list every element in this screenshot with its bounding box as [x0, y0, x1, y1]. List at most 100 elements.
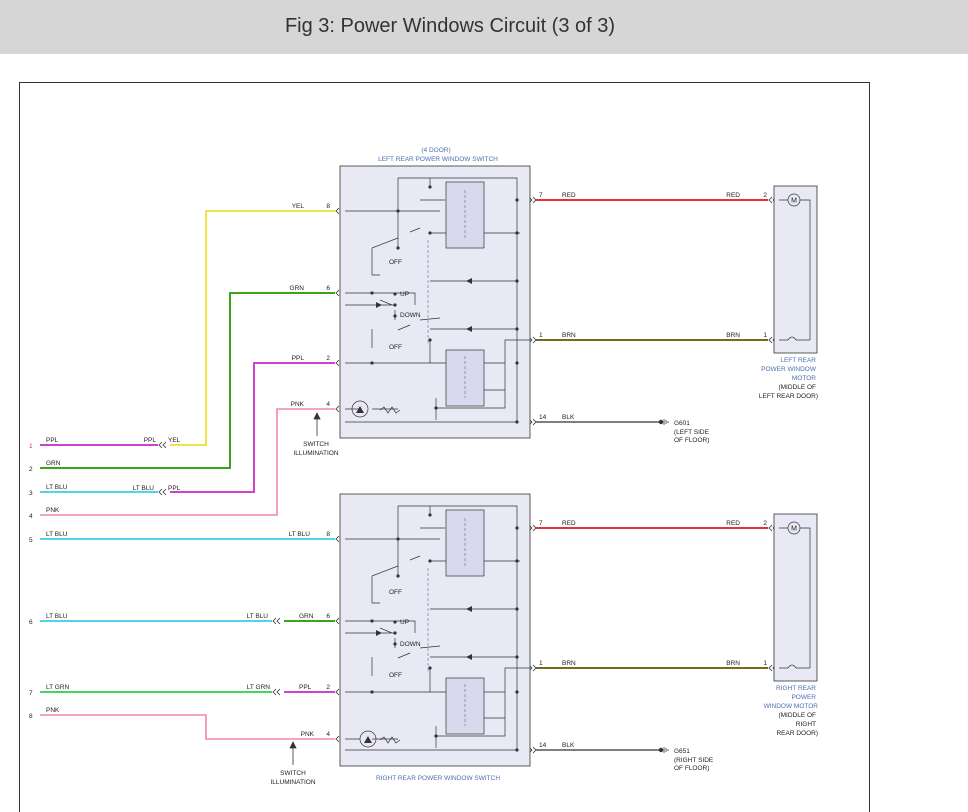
rs-out-pin-7: 7: [539, 520, 543, 527]
rs-out-wire-blk: BLK: [562, 742, 575, 749]
pin-4: 4: [29, 513, 33, 520]
page-title: Fig 3: Power Windows Circuit (3 of 3): [284, 15, 616, 37]
rm-wire-red: RED: [726, 520, 740, 527]
ls-in-pin-2: 2: [326, 355, 330, 362]
left-switch-off-1: OFF: [389, 259, 402, 266]
left-switch-off-2: OFF: [389, 344, 402, 351]
wire-label-8: PNK: [46, 707, 60, 714]
splice-yel-right: YEL: [168, 437, 181, 444]
wire-label-7: LT GRN: [46, 684, 70, 691]
rs-out-pin-14: 14: [539, 742, 547, 749]
ls-out-pin-14: 14: [539, 414, 547, 421]
left-rear-window-motor: [773, 185, 818, 354]
wire-pnk-8: [40, 714, 335, 740]
header-bar: Fig 3: Power Windows Circuit (3 of 3): [0, 0, 968, 54]
ground-g651-line1: (RIGHT SIDE: [674, 757, 714, 764]
splice-ltblu6-left: LT BLU: [247, 613, 269, 620]
wire-ppl-3: [170, 362, 335, 493]
pin-1: 1: [29, 443, 33, 450]
ls-out-pin-1: 1: [539, 332, 543, 339]
right-rear-window-motor: [773, 513, 818, 682]
right-illumination-1: SWITCH: [280, 770, 306, 777]
rs-out-wire-brn: BRN: [562, 660, 576, 667]
wire-label-2: GRN: [46, 460, 61, 467]
ls-in-wire-2: PPL: [292, 355, 305, 362]
ls-in-pin-4: 4: [326, 401, 330, 408]
left-illumination-2: ILLUMINATION: [293, 450, 338, 457]
lm-pin-1: 1: [763, 332, 767, 339]
splice-ppl7-right: PPL: [299, 684, 312, 691]
ls-out-wire-blk: BLK: [562, 414, 575, 421]
splice-ltblu-left: LT BLU: [133, 485, 155, 492]
ls-in-pin-6: 6: [326, 285, 330, 292]
illumination-arrows: [289, 412, 321, 765]
pin-2: 2: [29, 466, 33, 473]
pin-8: 8: [29, 713, 33, 720]
splice-ppl-right: PPL: [168, 485, 181, 492]
ground-g651-line2: OF FLOOR): [674, 765, 709, 772]
wire-pnk-4: [40, 408, 335, 516]
lm-label-3: MOTOR: [792, 375, 816, 382]
left-illumination-1: SWITCH: [303, 441, 329, 448]
pin-6: 6: [29, 619, 33, 626]
right-rear-window-switch: OFF UP DOWN OFF RIGHT REAR POWER WINDOW …: [339, 493, 531, 782]
rm-wire-brn: BRN: [726, 660, 740, 667]
wire-label-1: PPL: [46, 437, 59, 444]
rs-in-pin-8: 8: [326, 531, 330, 538]
wire-label-4: PNK: [46, 507, 60, 514]
left-switch-title-2: LEFT REAR POWER WINDOW SWITCH: [378, 156, 498, 163]
ls-out-pin-7: 7: [539, 192, 543, 199]
splice-grn6-right: GRN: [299, 613, 314, 620]
rs-in-wire-4: PNK: [301, 731, 315, 738]
right-switch-up: UP: [400, 619, 409, 626]
pin-3: 3: [29, 490, 33, 497]
rm-label-1: RIGHT REAR: [776, 685, 816, 692]
rs-out-pin-1: 1: [539, 660, 543, 667]
left-motor-symbol: M: [791, 198, 797, 205]
rs-in-wire-8: LT BLU: [289, 531, 311, 538]
wire-yel-1: [170, 210, 335, 446]
ground-g601-line2: OF FLOOR): [674, 437, 709, 444]
ls-in-wire-8: YEL: [292, 203, 305, 210]
right-switch-down: DOWN: [400, 641, 421, 648]
left-switch-title-1: (4 DOOR): [421, 147, 450, 154]
ground-symbols: [658, 419, 669, 753]
splice-ppl-left: PPL: [144, 437, 157, 444]
rs-in-pin-6: 6: [326, 613, 330, 620]
ls-out-wire-brn: BRN: [562, 332, 576, 339]
ground-g601-id: G601: [674, 420, 690, 427]
wire-grn-2: [40, 292, 335, 469]
ls-out-wire-red: RED: [562, 192, 576, 199]
splice-ltgrn-left: LT GRN: [247, 684, 271, 691]
pin-7: 7: [29, 690, 33, 697]
rm-label-3: WINDOW MOTOR: [764, 703, 819, 710]
left-rear-window-switch: (4 DOOR) LEFT REAR POWER WINDOW SWITCH O…: [339, 147, 531, 439]
rs-in-pin-2: 2: [326, 684, 330, 691]
right-switch-off-2: OFF: [389, 672, 402, 679]
ground-g601-line1: (LEFT SIDE: [674, 429, 710, 436]
rm-label-2: POWER: [791, 694, 816, 701]
wire-label-5: LT BLU: [46, 531, 68, 538]
lm-loc-1: (MIDDLE OF: [778, 384, 816, 391]
ls-in-wire-6: GRN: [290, 285, 305, 292]
rm-loc-2: RIGHT: [796, 721, 816, 728]
rs-out-wire-red: RED: [562, 520, 576, 527]
right-switch-off-1: OFF: [389, 589, 402, 596]
rs-in-pin-4: 4: [326, 731, 330, 738]
ls-in-wire-4: PNK: [291, 401, 305, 408]
right-motor-symbol: M: [791, 526, 797, 533]
ground-g651-id: G651: [674, 748, 690, 755]
lm-loc-2: LEFT REAR DOOR): [759, 393, 818, 400]
rm-pin-2: 2: [763, 520, 767, 527]
rm-pin-1: 1: [763, 660, 767, 667]
lm-wire-red: RED: [726, 192, 740, 199]
ls-in-pin-8: 8: [326, 203, 330, 210]
left-switch-up: UP: [400, 291, 409, 298]
lm-label-1: LEFT REAR: [780, 357, 816, 364]
wire-label-3: LT BLU: [46, 484, 68, 491]
right-switch-title: RIGHT REAR POWER WINDOW SWITCH: [376, 775, 500, 782]
rm-loc-3: REAR DOOR): [776, 730, 818, 737]
lm-pin-2: 2: [763, 192, 767, 199]
